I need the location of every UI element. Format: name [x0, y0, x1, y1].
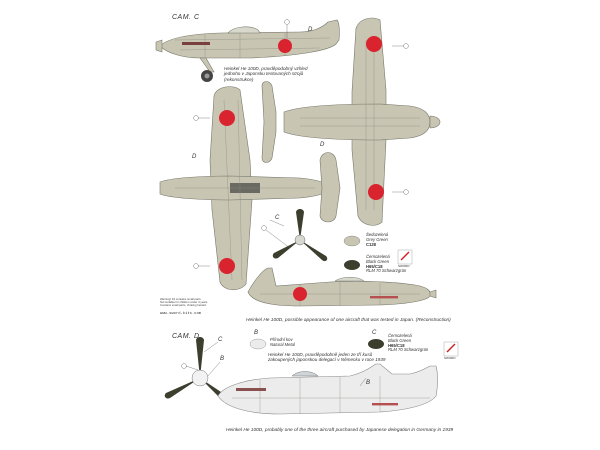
underside-c: D	[159, 86, 341, 291]
callout-b-1: B	[220, 356, 224, 362]
caption-d-line-2: zakoupených japonskou delegací v Německu…	[268, 357, 386, 363]
caption-d-english: Heinkel He 100D, probably one of the thr…	[226, 428, 454, 433]
caption-c-czech: Heinkel He 100D, pravděpodobný vzhled je…	[224, 66, 344, 82]
callout-b-2: B	[366, 380, 370, 386]
callout-d-3: D	[192, 154, 197, 160]
sword-logo-c	[397, 249, 413, 265]
swatch-natural-metal	[249, 338, 267, 350]
swatch-label-black-green-d: Černozelená Black Green H65/C18 RLM 70 S…	[388, 333, 429, 353]
swatch-label-black-green-c: Černozelená Black Green H65/C18 RLM 70 S…	[366, 254, 407, 274]
caption-c-english: Heinkel He 100D, possible appearance of …	[246, 318, 451, 323]
profile-right-c	[247, 267, 437, 307]
website-url: www.sword-kits.com	[160, 312, 202, 316]
profile-left-c: D	[155, 19, 340, 82]
profile-d: B	[217, 363, 438, 415]
caption-c-line-2: jednoho v Japonsku testovaných strojů	[224, 71, 304, 77]
propeller-c: C	[261, 209, 328, 262]
swatch-black-green-d	[368, 339, 384, 349]
swatch-label-natural-metal: Přírodní kov Natural Metal	[270, 337, 295, 347]
swatch-letter-c: C	[372, 330, 377, 336]
caption-d-line-1: Heinkel He 100D, pravděpodobně jeden ze …	[268, 352, 373, 357]
swatch-label-grey-green: Šedozelená Grey Green C128	[366, 232, 389, 247]
callout-c-2: C	[218, 337, 223, 343]
camo-d-label: CAM. D	[172, 333, 200, 340]
sword-logo-d	[443, 341, 459, 357]
swatch-grey-green	[343, 235, 361, 247]
caption-c-line-3: (rekonstrukce)	[224, 76, 254, 82]
propeller-d: C B	[164, 337, 226, 400]
sword-logo-text-d: SWORD	[444, 356, 456, 360]
callout-d-2: D	[320, 142, 325, 148]
safety-notice: Warning! Kit contains small parts. Not s…	[160, 297, 209, 308]
callout-d-1: D	[308, 27, 313, 33]
swatch-black-green-c	[344, 260, 360, 270]
topview-c: D	[261, 17, 441, 226]
callout-c-1: C	[275, 215, 280, 221]
caption-c-line-1: Heinkel He 100D, pravděpodobný vzhled	[224, 66, 308, 71]
swatch-letter-b: B	[254, 330, 258, 336]
sword-logo-text-c: SWORD	[398, 264, 410, 268]
camo-c-label: CAM. C	[172, 14, 200, 21]
caption-d-czech: Heinkel He 100D, pravděpodobně jeden ze …	[268, 352, 408, 363]
